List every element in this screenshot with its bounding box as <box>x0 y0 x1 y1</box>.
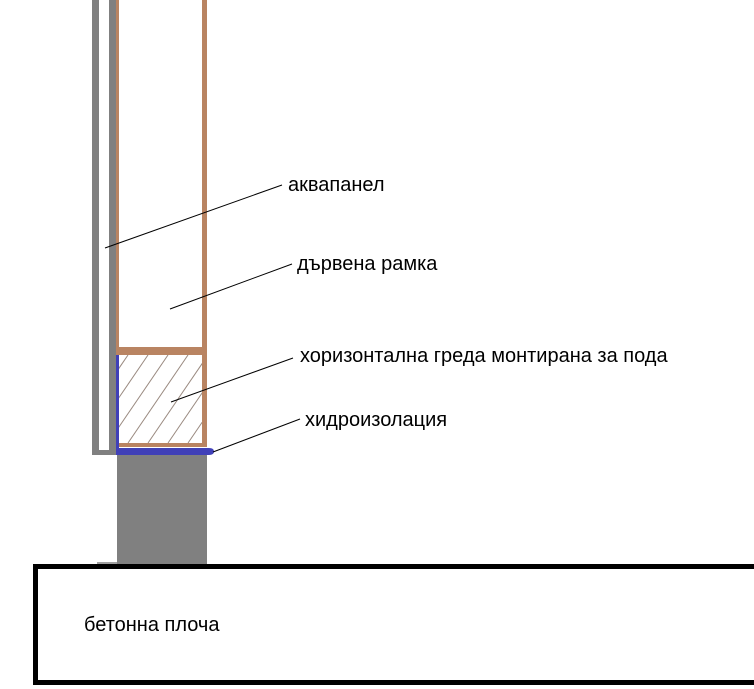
concrete-slab <box>33 564 754 685</box>
label-waterproofing: хидроизолация <box>305 409 448 431</box>
horizontal-beam <box>116 347 207 447</box>
leader-wooden-frame <box>169 263 293 310</box>
ground-line <box>97 562 117 564</box>
wooden-frame <box>116 0 207 447</box>
leader-horizontal-beam <box>170 357 294 403</box>
leader-aquapanel <box>104 184 283 249</box>
leader-waterproofing <box>212 418 301 453</box>
waterproofing <box>116 355 214 455</box>
label-aquapanel: аквапанел <box>288 174 385 196</box>
leader-lines <box>104 184 301 453</box>
aquapanel <box>92 0 116 455</box>
label-wooden-frame: дървена рамка <box>297 253 438 275</box>
foundation-block <box>117 455 207 564</box>
label-concrete-slab: бетонна плоча <box>84 614 220 636</box>
label-horizontal-beam: хоризонтална греда монтирана за пода <box>300 345 668 367</box>
